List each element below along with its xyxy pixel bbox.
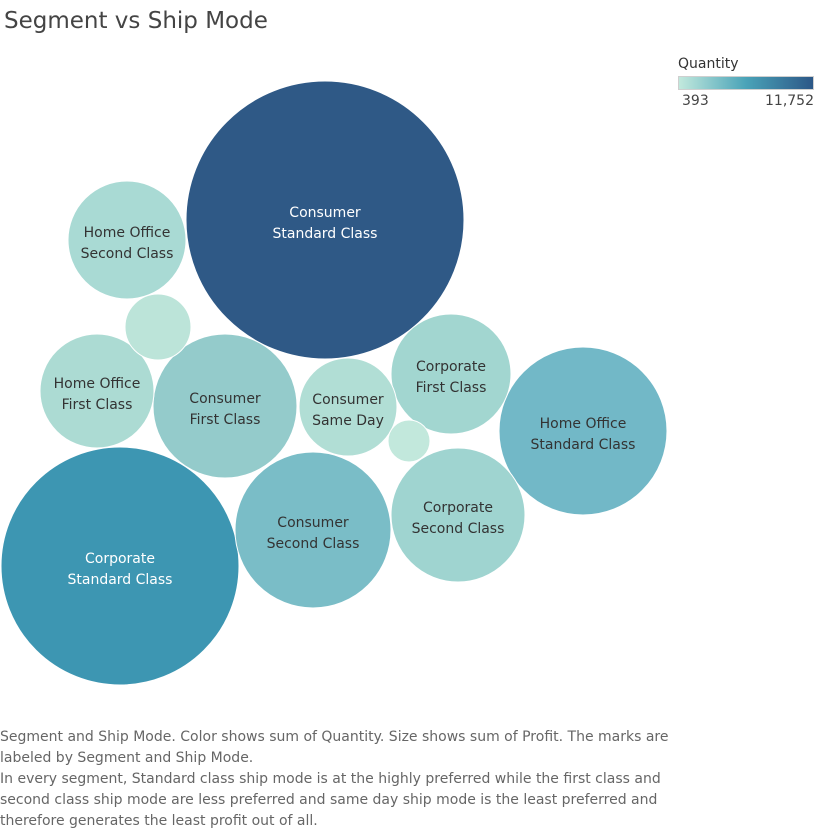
bubble-circle-corporate-same-day[interactable] bbox=[124, 293, 192, 361]
bubble-label-segment-consumer-standard-class: Consumer bbox=[289, 205, 361, 221]
bubble-label-segment-corporate-second-class: Corporate bbox=[423, 500, 493, 516]
legend-title: Quantity bbox=[678, 56, 739, 72]
bubble-circle-consumer-same-day[interactable] bbox=[298, 357, 398, 457]
bubble-label-segment-home-office-first-class: Home Office bbox=[54, 376, 141, 392]
bubble-label-segment-home-office-second-class: Home Office bbox=[84, 225, 171, 241]
bubble-label-ship-mode-corporate-second-class: Second Class bbox=[412, 521, 505, 537]
bubble-circle-corporate-standard-class[interactable] bbox=[0, 446, 240, 686]
legend-gradient-bar bbox=[678, 76, 814, 90]
chart-title: Segment vs Ship Mode bbox=[4, 8, 268, 34]
bubble-label-segment-consumer-second-class: Consumer bbox=[277, 515, 349, 531]
chart-caption: Segment and Ship Mode. Color shows sum o… bbox=[0, 727, 700, 832]
legend-max-label: 11,752 bbox=[765, 93, 814, 109]
bubble-label-ship-mode-corporate-first-class: First Class bbox=[416, 380, 487, 396]
bubble-corporate-same-day[interactable] bbox=[124, 293, 192, 361]
color-legend: Quantity 393 11,752 bbox=[678, 56, 814, 109]
bubble-label-ship-mode-consumer-first-class: First Class bbox=[190, 412, 261, 428]
bubble-label-ship-mode-consumer-standard-class: Standard Class bbox=[273, 226, 378, 242]
bubble-label-ship-mode-home-office-standard-class: Standard Class bbox=[531, 437, 636, 453]
bubble-circle-home-office-standard-class[interactable] bbox=[498, 346, 668, 516]
caption-line-2: In every segment, Standard class ship mo… bbox=[0, 771, 661, 829]
bubble-home-office-same-day[interactable] bbox=[387, 419, 431, 463]
bubble-label-ship-mode-consumer-same-day: Same Day bbox=[312, 413, 384, 429]
bubble-circle-consumer-first-class[interactable] bbox=[152, 333, 298, 479]
bubble-label-segment-consumer-first-class: Consumer bbox=[189, 391, 261, 407]
caption-line-1: Segment and Ship Mode. Color shows sum o… bbox=[0, 729, 669, 766]
bubble-label-ship-mode-consumer-second-class: Second Class bbox=[267, 536, 360, 552]
bubble-label-segment-corporate-standard-class: Corporate bbox=[85, 551, 155, 567]
legend-range-labels: 393 11,752 bbox=[678, 93, 814, 109]
bubble-label-segment-home-office-standard-class: Home Office bbox=[540, 416, 627, 432]
bubble-circle-home-office-second-class[interactable] bbox=[67, 180, 187, 300]
bubble-circle-consumer-second-class[interactable] bbox=[234, 451, 392, 609]
bubble-label-ship-mode-home-office-second-class: Second Class bbox=[81, 246, 174, 262]
bubble-circle-corporate-first-class[interactable] bbox=[390, 313, 512, 435]
bubble-circle-consumer-standard-class[interactable] bbox=[185, 80, 465, 360]
bubble-circle-home-office-same-day[interactable] bbox=[387, 419, 431, 463]
bubble-label-ship-mode-home-office-first-class: First Class bbox=[62, 397, 133, 413]
bubble-circle-home-office-first-class[interactable] bbox=[39, 333, 155, 449]
bubble-circle-corporate-second-class[interactable] bbox=[390, 447, 526, 583]
bubble-label-ship-mode-corporate-standard-class: Standard Class bbox=[68, 572, 173, 588]
legend-min-label: 393 bbox=[682, 93, 709, 109]
bubble-label-segment-consumer-same-day: Consumer bbox=[312, 392, 384, 408]
bubble-label-segment-corporate-first-class: Corporate bbox=[416, 359, 486, 375]
